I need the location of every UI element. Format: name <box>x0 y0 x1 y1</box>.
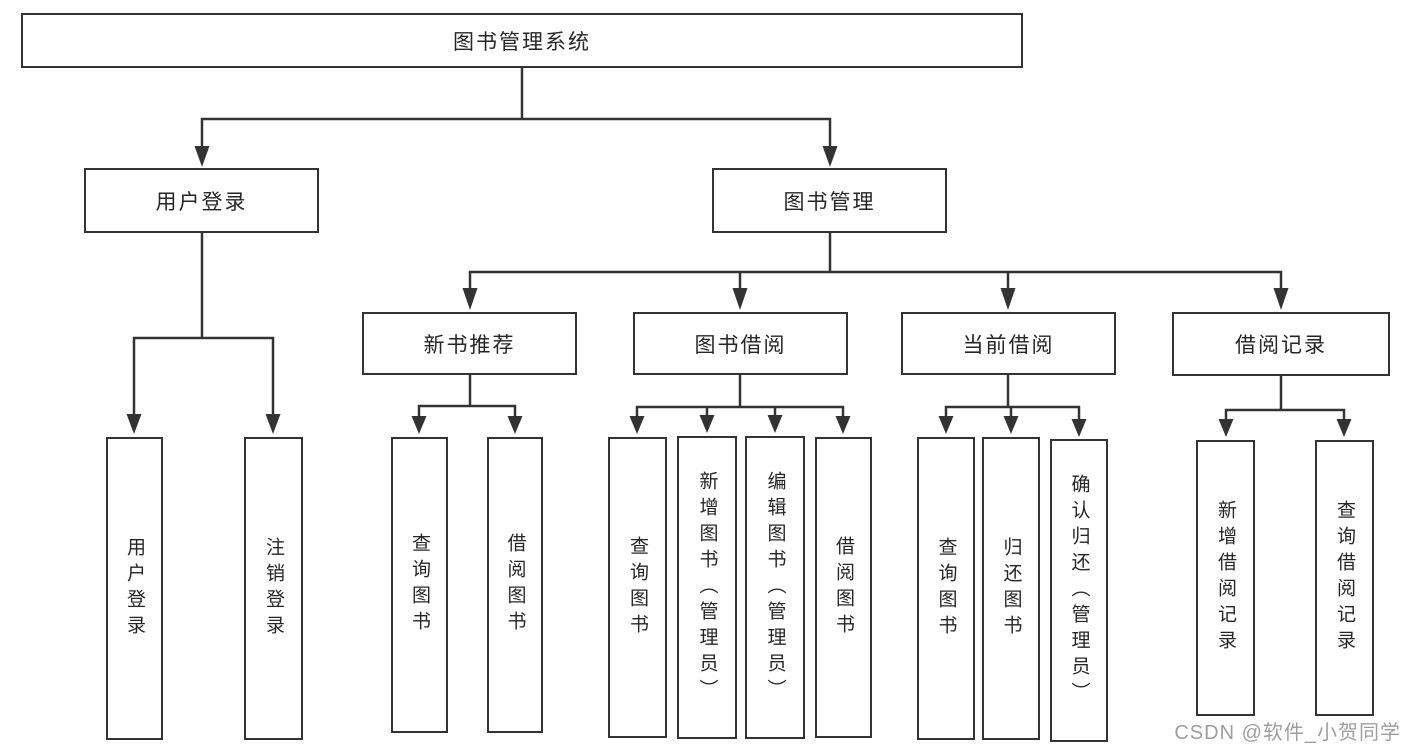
node-label: 新书推荐 <box>423 333 516 357</box>
leaf-query-books: 查询图书 <box>391 437 448 733</box>
leaf-add-books-admin: 新增图书（管理员） <box>677 436 737 739</box>
arrow-icon <box>194 146 210 167</box>
node-label: 注销登录 <box>263 536 284 641</box>
node-label: 借阅图书 <box>833 535 854 640</box>
node-label: 借阅记录 <box>1235 334 1327 357</box>
connector-book-management <box>468 231 1283 292</box>
node-label: 借阅图书 <box>504 533 526 637</box>
leaf-logout: 注销登录 <box>244 437 303 740</box>
arrow-icon <box>822 146 838 167</box>
arrow-icon <box>1336 419 1352 437</box>
connector-new-books <box>417 373 517 420</box>
arrow-icon <box>699 415 715 433</box>
connector-current-borrowing <box>944 373 1081 423</box>
connector-book-borrowing <box>635 373 845 420</box>
leaf-add-borrow-record: 新增借阅记录 <box>1196 440 1255 716</box>
node-label: 查询图书 <box>627 535 648 640</box>
node-label: 图书借阅 <box>694 333 787 357</box>
node-new-book-recommend: 新书推荐 <box>362 312 577 375</box>
leaf-query-books: 查询图书 <box>917 437 975 740</box>
node-label: 用户登录 <box>155 190 248 214</box>
arrow-icon <box>1071 419 1087 437</box>
arrow-icon <box>1218 419 1234 437</box>
node-label: 查询图书 <box>935 536 957 641</box>
arrow-icon <box>835 416 851 434</box>
node-label: 新增借阅记录 <box>1215 500 1236 656</box>
leaf-borrow-books: 借阅图书 <box>487 437 543 733</box>
leaf-edit-books-admin: 编辑图书（管理员） <box>745 436 805 739</box>
node-book-borrowing: 图书借阅 <box>633 312 848 375</box>
node-current-borrowing: 当前借阅 <box>901 312 1116 375</box>
node-label: 确认归还（管理员） <box>1068 473 1090 708</box>
node-label: 查询图书 <box>409 533 430 637</box>
leaf-query-books: 查询图书 <box>608 437 667 738</box>
leaf-confirm-return-admin: 确认归还（管理员） <box>1050 439 1108 742</box>
node-library-system: 图书管理系统 <box>21 13 1023 68</box>
connector-root <box>200 66 832 150</box>
arrow-icon <box>462 288 478 310</box>
arrow-icon <box>1273 288 1289 310</box>
node-label: 新增图书（管理员） <box>696 470 718 705</box>
leaf-query-borrow-record: 查询借阅记录 <box>1315 440 1374 716</box>
leaf-user-login: 用户登录 <box>106 437 163 740</box>
arrow-icon <box>938 416 954 434</box>
arrow-icon <box>1003 416 1019 434</box>
arrow-icon <box>411 416 427 434</box>
node-label: 查询借阅记录 <box>1334 500 1355 656</box>
node-label: 当前借阅 <box>962 333 1055 357</box>
leaf-borrow-books: 借阅图书 <box>815 437 872 738</box>
connector-user-login <box>132 231 275 418</box>
csdn-watermark: CSDN @软件_小贺同学 <box>1174 722 1401 744</box>
node-label: 图书管理 <box>783 190 876 214</box>
node-borrowing-records: 借阅记录 <box>1172 312 1390 376</box>
arrow-icon <box>265 414 281 434</box>
arrowheads <box>126 146 1352 437</box>
node-label: 用户登录 <box>124 536 145 641</box>
node-label: 归还图书 <box>1000 536 1022 641</box>
arrow-icon <box>507 416 523 434</box>
node-label: 编辑图书（管理员） <box>764 470 786 705</box>
arrow-icon <box>732 288 748 310</box>
arrow-icon <box>767 415 783 433</box>
node-user-login: 用户登录 <box>84 168 319 233</box>
arrow-icon <box>126 414 142 434</box>
arrow-icon <box>1000 288 1016 310</box>
connector-borrow-records <box>1224 374 1346 423</box>
node-book-management: 图书管理 <box>712 168 947 233</box>
arrow-icon <box>629 416 645 434</box>
leaf-return-books: 归还图书 <box>982 437 1040 740</box>
node-label: 图书管理系统 <box>453 30 591 54</box>
